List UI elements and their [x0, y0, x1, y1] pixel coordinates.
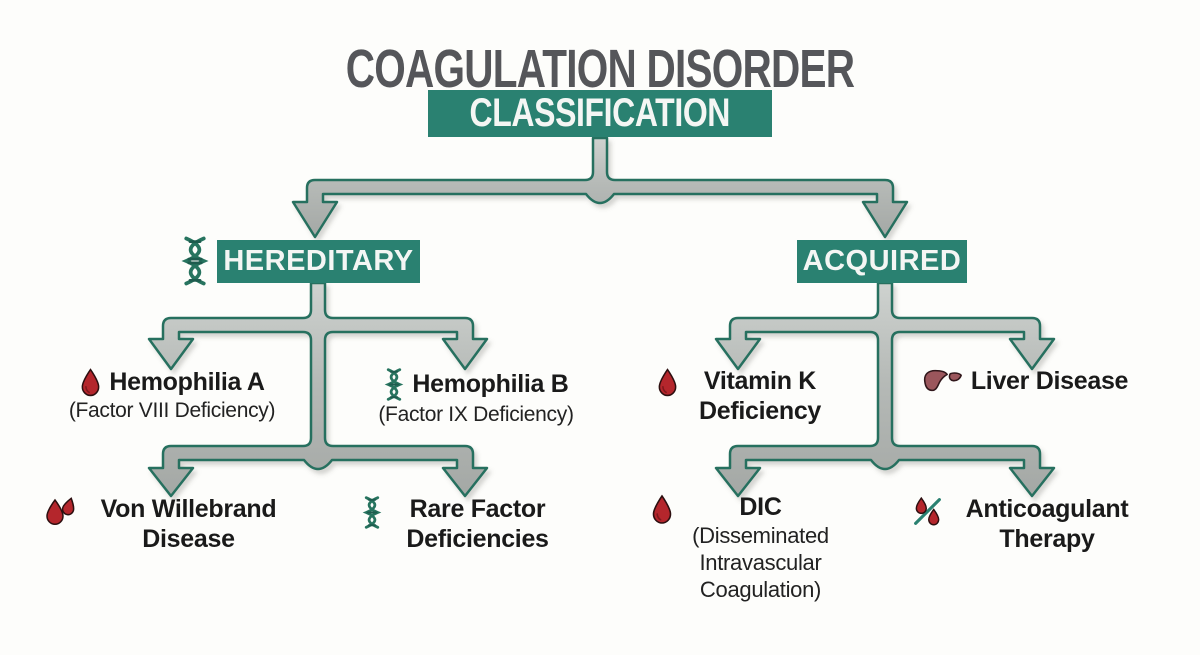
- hereditary-fork-arrows: [147, 281, 489, 498]
- anticoagulant-slash-icon: [912, 496, 943, 527]
- dna-icon: [361, 496, 383, 529]
- node-hemophilia-b: Hemophilia B (Factor IX Deficiency): [343, 366, 609, 428]
- node-subtitle: (Factor IX Deficiency): [378, 403, 574, 426]
- blood-drop-icon: [79, 368, 102, 397]
- page-title: COAGULATION DISORDER: [0, 42, 1200, 96]
- node-title: Hemophilia A: [109, 367, 265, 396]
- dna-icon: [383, 368, 405, 401]
- classification-banner-text: CLASSIFICATION: [469, 91, 731, 135]
- node-subtitle: (Disseminated Intravascular Coagulation): [692, 523, 829, 602]
- node-title: Rare Factor Deficiencies: [406, 495, 549, 553]
- node-liver-disease: Liver Disease: [905, 366, 1145, 396]
- hereditary-box: HEREDITARY: [217, 240, 420, 283]
- node-rare-factor: Rare Factor Deficiencies: [348, 494, 578, 554]
- node-vitamin-k: Vitamin K Deficiency: [645, 366, 845, 426]
- node-dic: DIC (Disseminated Intravascular Coagulat…: [640, 492, 850, 603]
- node-subtitle: (Factor VIII Deficiency): [68, 399, 276, 422]
- top-fork-arrow: [291, 136, 909, 239]
- node-anticoagulant: Anticoagulant Therapy: [898, 494, 1158, 554]
- blood-drop-icon: [650, 494, 674, 525]
- node-title: Von Willebrand Disease: [100, 495, 277, 553]
- node-title: Vitamin K Deficiency: [698, 367, 822, 425]
- classification-banner: CLASSIFICATION: [428, 90, 772, 137]
- node-title: Liver Disease: [970, 367, 1129, 395]
- node-hemophilia-a: Hemophilia A (Factor VIII Deficiency): [40, 366, 304, 424]
- blood-drop-icon: [656, 368, 679, 397]
- acquired-label: ACQUIRED: [802, 245, 962, 277]
- node-title: DIC: [739, 493, 782, 521]
- page-title-text: COAGULATION DISORDER: [345, 39, 855, 99]
- blood-drop-double-icon: [44, 496, 78, 526]
- dna-icon: [176, 236, 214, 286]
- acquired-fork-arrows: [714, 281, 1056, 498]
- hereditary-label: HEREDITARY: [223, 245, 414, 277]
- acquired-box: ACQUIRED: [797, 240, 967, 283]
- node-title: Hemophilia B: [412, 369, 569, 398]
- liver-icon: [922, 368, 964, 395]
- node-von-willebrand: Von Willebrand Disease: [40, 494, 296, 554]
- node-title: Anticoagulant Therapy: [965, 495, 1129, 553]
